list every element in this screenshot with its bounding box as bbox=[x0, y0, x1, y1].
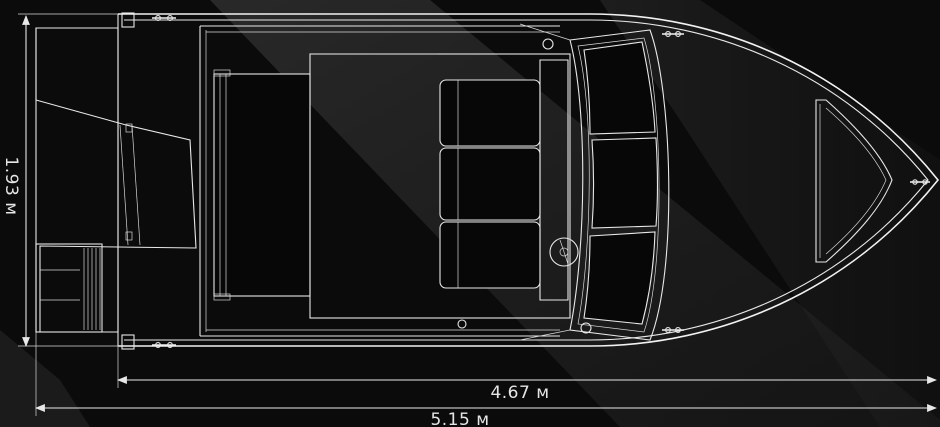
dimension-overall-length bbox=[35, 332, 937, 416]
boat-hull bbox=[117, 13, 940, 347]
stern-platform bbox=[35, 27, 197, 333]
bow-deck bbox=[815, 99, 893, 263]
drain-hole bbox=[457, 319, 467, 329]
dimension-inner-length bbox=[117, 346, 937, 388]
cleat-bottom-bow bbox=[662, 327, 684, 333]
seats bbox=[439, 79, 541, 289]
cleat-top-stern bbox=[152, 15, 176, 21]
cockpit-floor bbox=[309, 53, 571, 319]
steering-console bbox=[457, 38, 592, 334]
inner-length-label: 4.67 м bbox=[490, 383, 549, 403]
width-label: 1.93 м bbox=[1, 156, 21, 215]
overall-length-label: 5.15 м bbox=[430, 410, 489, 427]
windshield bbox=[519, 23, 670, 341]
steering-wheel bbox=[549, 237, 579, 267]
cleat-bow-tip bbox=[910, 179, 930, 185]
cleat-top-bow bbox=[662, 31, 684, 37]
cleats bbox=[121, 12, 930, 350]
cleat-bottom-stern bbox=[152, 342, 176, 348]
rear-bench bbox=[213, 69, 311, 301]
dimension-width bbox=[18, 13, 118, 347]
